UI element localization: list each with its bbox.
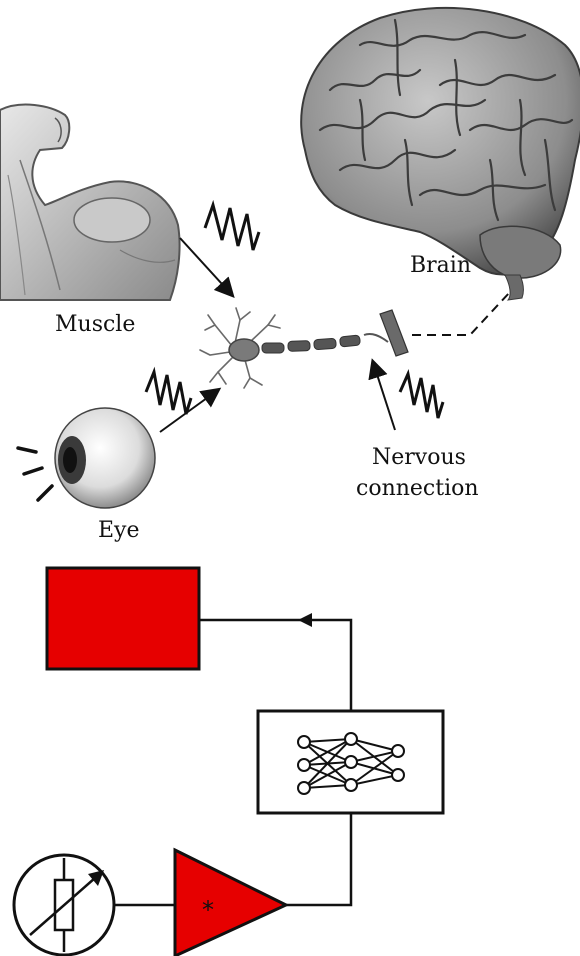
output-wire: [199, 618, 353, 711]
amplifier-to-network-wire: [286, 813, 353, 907]
variable-resistor-icon: [12, 853, 116, 956]
neuron-icon: [199, 307, 409, 389]
output-wire-arrow: [298, 613, 312, 627]
eye-rays-icon: [16, 446, 54, 502]
eyeball-icon: [16, 407, 156, 509]
eye-label: Eye: [98, 518, 140, 543]
output-block: [45, 566, 201, 671]
flexed-arm-icon: [0, 103, 181, 301]
brain-label: Brain: [410, 253, 471, 278]
nervous-connection-label-line2: connection: [356, 476, 479, 501]
neural-network-icon: [297, 732, 405, 795]
nervous-signal-arrow: [368, 358, 396, 431]
amplifier-triangle-icon: [173, 847, 290, 956]
nervous-connection-label-line1: Nervous: [372, 445, 466, 470]
brain-connection-dashed-line: [412, 291, 511, 336]
brain-icon: [300, 6, 580, 301]
eye-signal-arrow: [159, 387, 222, 433]
muscle-label: Muscle: [55, 312, 135, 337]
muscle-signal-arrow: [179, 237, 235, 298]
amplifier-mark: *: [202, 896, 214, 924]
spike-train-icon: [144, 199, 445, 419]
